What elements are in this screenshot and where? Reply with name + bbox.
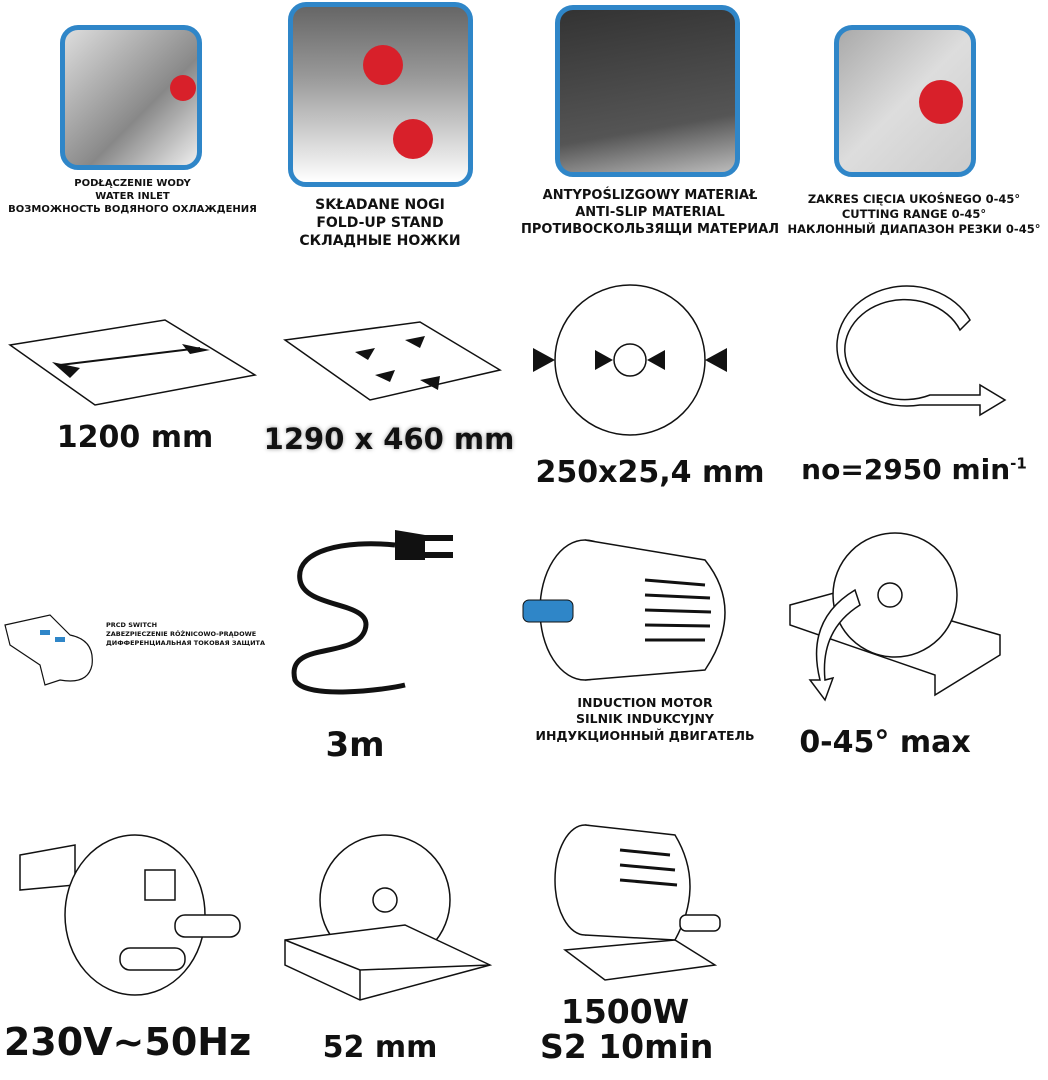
motor-power-icon [554,824,721,981]
caption-fold-up-stand: SKŁADANE NOGI FOLD-UP STAND СКЛАДНЫЕ НОЖ… [280,196,480,251]
plug-icon [19,834,241,996]
blade-size-icon [533,284,727,436]
duty-cycle: S2 10min [540,1026,714,1066]
photo-bevel-knob [834,25,976,177]
caption-water-inlet: PODŁĄCZENIE WODY WATER INLET ВОЗМОЖНОСТЬ… [0,177,265,216]
bevel-angle-icon [789,532,1001,702]
caption-line: SKŁADANE NOGI [315,197,445,213]
caption-line: ДИФФЕРЕНЦИАЛЬНАЯ ТОКОВАЯ ЗАЩИТА [106,638,266,647]
knob [363,45,403,85]
depth-label: 52 mm [322,1030,438,1065]
caption-line: SILNIK INDUKCYJNY [576,711,714,727]
knob [170,75,196,101]
rotation-arrow-icon [836,285,1007,417]
prcd-switch-icon [4,614,93,686]
photo-fold-up-stand [288,2,473,187]
speed-label: no=2950 min-1 [780,453,1048,486]
caption-anti-slip: ANTYPOŚLIZGOWY MATERIAŁ ANTI-SLIP MATERI… [520,188,780,239]
cable-length-label: 3m [325,725,385,765]
blade-size-label: 250x25,4 mm [535,455,765,490]
table-size-icon [283,321,502,401]
caption-line: PRCD SWITCH [106,621,158,629]
knob [393,119,433,159]
induction-motor-icon [522,539,726,681]
caption-line: ANTI-SLIP MATERIAL [575,204,725,220]
motor-caption: INDUCTION MOTOR SILNIK INDUKCYJNY ИНДУКЦ… [510,695,780,744]
caption-line: СКЛАДНЫЕ НОЖКИ [299,233,461,250]
speed-value: no=2950 min [801,453,1011,486]
caption-line: НАКЛОННЫЙ ДИАПАЗОН РЕЗКИ 0-45° [787,221,1041,236]
caption-line: ZABEZPIECZENIE RÓŻNICOWO-PRĄDOWE [106,629,257,638]
cutting-depth-icon [284,834,493,1001]
caption-line: ИНДУКЦИОННЫЙ ДВИГАТЕЛЬ [535,727,755,743]
cut-length-icon [8,319,258,406]
prcd-caption: PRCD SWITCH ZABEZPIECZENIE RÓŻNICOWO-PRĄ… [106,621,265,647]
caption-line: FOLD-UP STAND [316,215,444,232]
cut-length-label: 1200 mm [56,420,214,455]
table-size-label: 1290 x 460 mm [263,422,515,456]
caption-cutting-range: ZAKRES CIĘCIA UKOŚNEGO 0-45° CUTTING RAN… [780,192,1048,237]
power-label: 1500W S2 10min [540,992,714,1066]
photo-water-inlet [60,25,202,170]
caption-line: ВОЗМОЖНОСТЬ ВОДЯНОГО ОХЛАЖДЕНИЯ [8,204,257,215]
caption-line: WATER INLET [95,191,170,202]
caption-line: ПРОТИВОСКОЛЬЗЯЩИ МАТЕРИАЛ [521,221,779,237]
power-value: 1500W [560,992,690,1031]
speed-unit-exponent: -1 [1010,454,1027,473]
knob [919,80,963,124]
bevel-label: 0-45° max [799,725,971,760]
caption-line: CUTTING RANGE 0-45° [841,206,987,221]
caption-line: INDUCTION MOTOR [577,695,713,710]
caption-line: PODŁĄCZENIE WODY [74,178,191,189]
caption-line: ANTYPOŚLIZGOWY MATERIAŁ [542,188,758,203]
power-cable-icon [291,530,453,695]
photo-anti-slip [555,5,740,177]
voltage-label: 230V~50Hz [3,1020,252,1064]
caption-line: ZAKRES CIĘCIA UKOŚNEGO 0-45° [807,192,1021,206]
